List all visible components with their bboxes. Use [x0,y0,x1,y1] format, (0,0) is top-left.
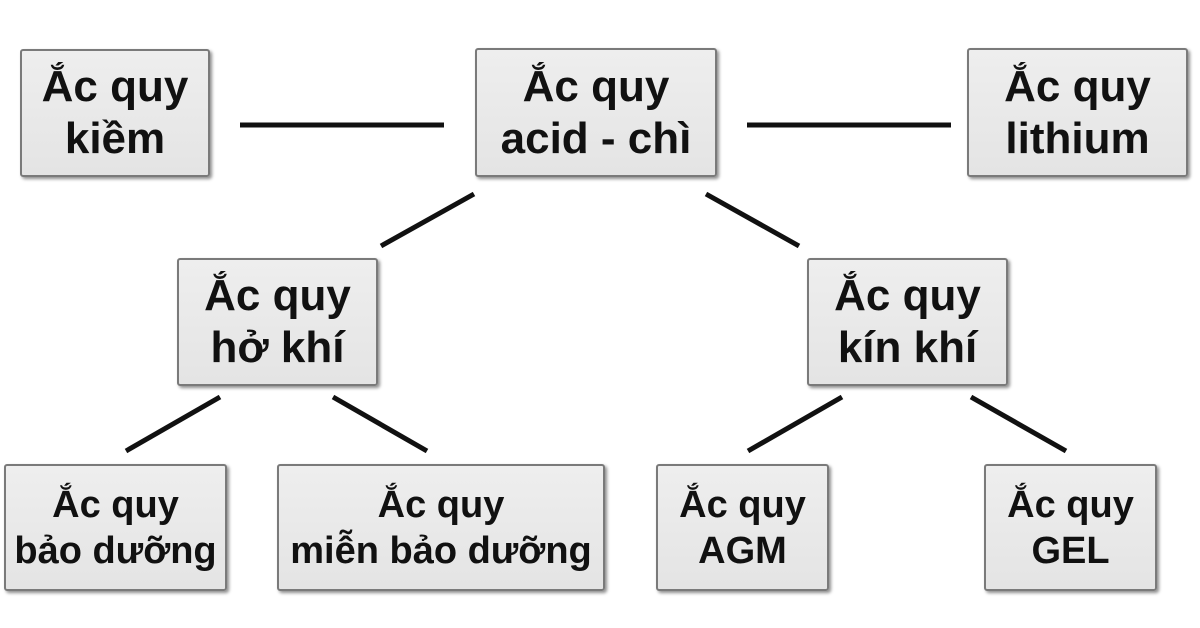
node-label-line2: GEL [1031,529,1110,572]
node-label-line1: Ắc quy [679,483,806,526]
node-label-line2: acid - chì [500,113,692,163]
node-label-line2: kiềm [64,114,166,163]
node-label-line1: Ắc quy [377,483,505,526]
node-label-line1: Ắc quy [52,483,179,526]
connector-flooded-serviceable [124,394,222,454]
node-label-line1: Ắc quy [41,62,189,111]
connector-lead-acid-flooded [379,191,476,249]
connector-lead-acid-sealed [704,191,801,249]
node-label-line2: AGM [698,529,787,572]
node-serviceable-battery: Ắc quy bảo dưỡng [4,464,227,591]
node-lithium-battery: Ắc quy lithium [967,48,1188,177]
connector-flooded-maintenance-free [331,394,429,454]
node-label-line1: Ắc quy [204,271,351,320]
node-label-line2: kín khí [837,323,978,372]
node-label-line2: bảo dưỡng [14,529,217,572]
connector-sealed-gel [969,394,1068,454]
node-agm-battery: Ắc quy AGM [656,464,829,591]
node-label-line1: Ắc quy [834,271,981,320]
node-label-line1: Ắc quy [1007,483,1134,526]
node-label-line1: Ắc quy [522,61,670,111]
node-maintenance-free-battery: Ắc quy miễn bảo dưỡng [277,464,605,591]
connector-sealed-agm [746,394,844,454]
node-gel-battery: Ắc quy GEL [984,464,1157,591]
node-label-line2: lithium [1005,113,1150,163]
node-flooded-battery: Ắc quy hở khí [177,258,378,386]
node-label-line2: miễn bảo dưỡng [290,529,592,572]
node-label-line1: Ắc quy [1004,61,1151,111]
node-alkaline-battery: Ắc quy kiềm [20,49,210,177]
node-label-line2: hở khí [210,323,345,372]
node-lead-acid-battery: Ắc quy acid - chì [475,48,717,177]
node-sealed-battery: Ắc quy kín khí [807,258,1008,386]
